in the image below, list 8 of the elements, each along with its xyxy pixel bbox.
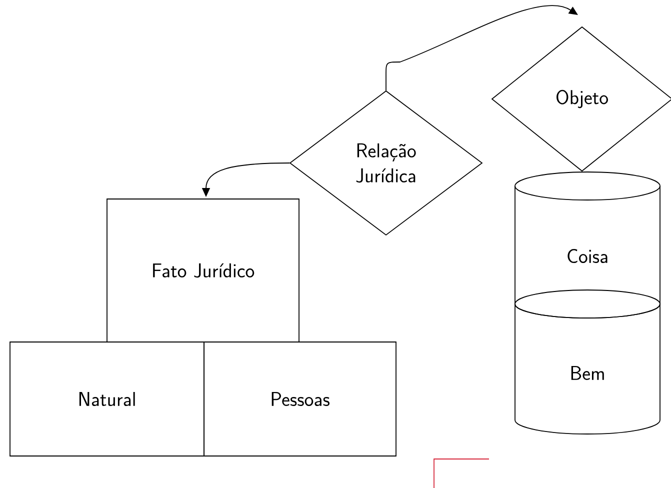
arrow	[386, 5, 578, 91]
process-box: Natural	[10, 342, 204, 456]
process-box: Pessoas	[204, 342, 396, 456]
node-label: Coisa	[568, 248, 608, 264]
cylinder: Coisa	[514, 172, 660, 318]
process-box: Fato Jurídico	[106, 198, 300, 342]
node-label: Bem	[571, 366, 604, 380]
cylinder: Bem	[514, 290, 660, 434]
